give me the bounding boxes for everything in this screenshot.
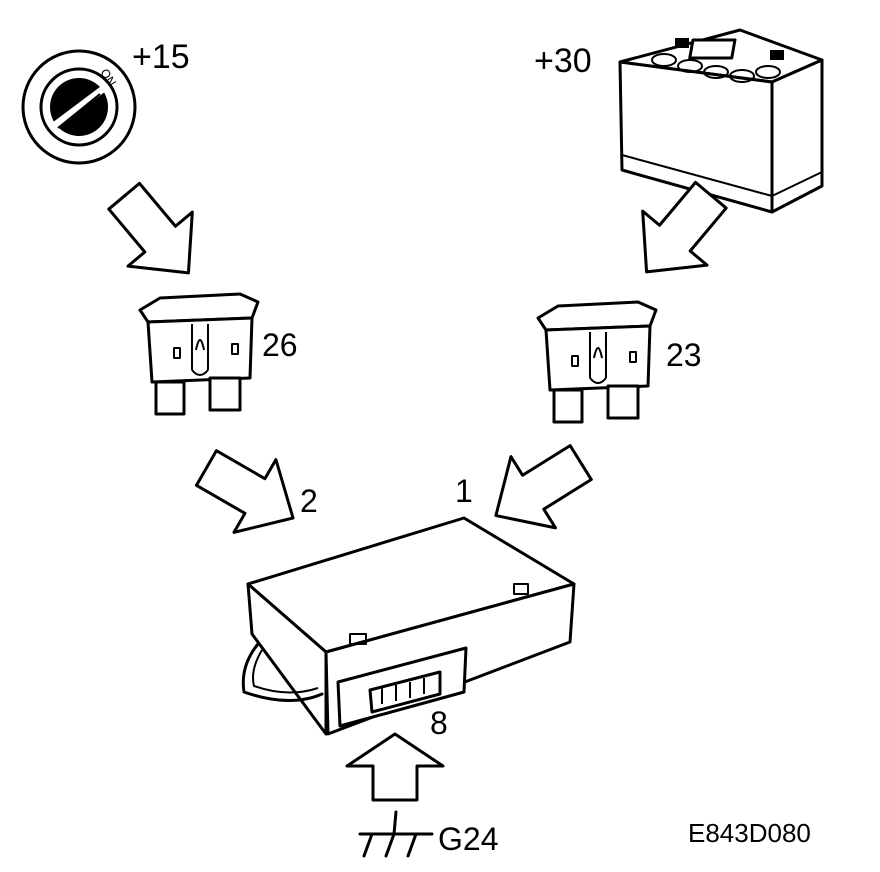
pin-8-label: 8 <box>430 705 448 741</box>
hollow-arrow-icon <box>107 181 194 275</box>
fuse-right-number: 23 <box>666 337 702 373</box>
pin-1-label: 1 <box>455 473 473 509</box>
fuse-26-icon <box>138 292 260 416</box>
ground-point-label: G24 <box>438 821 498 857</box>
ignition-voltage-label: +15 <box>132 38 190 76</box>
hollow-arrow-icon <box>345 732 445 802</box>
fuse-23-icon <box>536 300 658 424</box>
fuse-left-number: 26 <box>262 327 298 363</box>
battery-voltage-label: +30 <box>534 42 592 80</box>
battery-icon <box>618 28 824 214</box>
pin-2-label: 2 <box>300 483 318 519</box>
ignition-on-marking: ON <box>97 66 118 89</box>
ignition-switch-icon: ON <box>21 49 137 165</box>
control-module-icon <box>241 516 576 736</box>
hollow-arrow-icon <box>641 180 728 274</box>
hollow-arrow-icon <box>494 444 593 530</box>
hollow-arrow-icon <box>194 449 295 534</box>
figure-code: E843D080 <box>688 818 811 848</box>
ground-symbol-icon <box>358 810 434 858</box>
